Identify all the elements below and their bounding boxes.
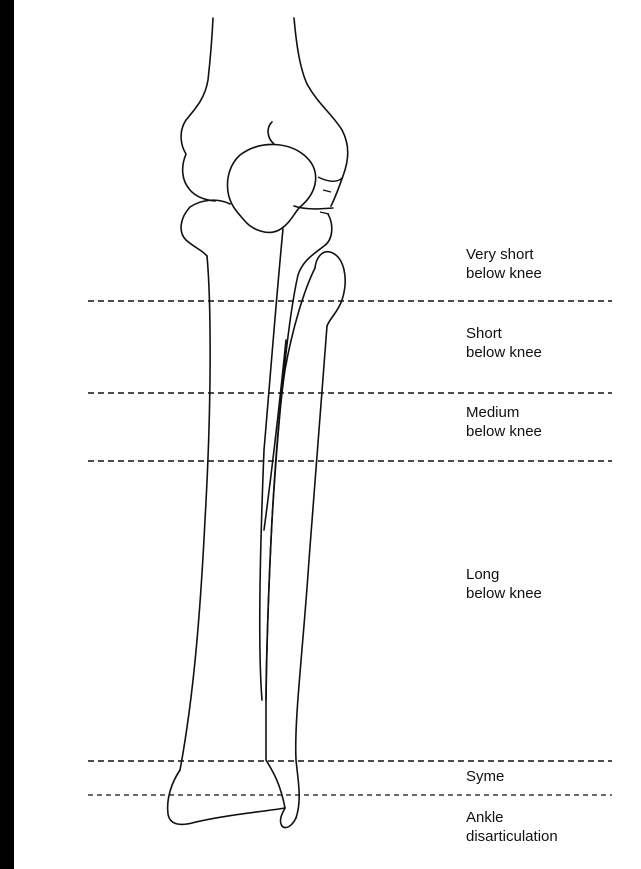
- level-label-line1: Ankle: [466, 808, 558, 827]
- level-label-long: Long below knee: [466, 565, 542, 603]
- level-label-line2: below knee: [466, 422, 542, 441]
- level-label-very-short: Very short below knee: [466, 245, 542, 283]
- level-label-line1: Medium: [466, 403, 542, 422]
- level-label-line2: below knee: [466, 264, 542, 283]
- level-label-ankle: Ankle disarticulation: [466, 808, 558, 846]
- level-label-line1: Long: [466, 565, 542, 584]
- level-label-line1: Short: [466, 324, 542, 343]
- level-label-medium: Medium below knee: [466, 403, 542, 441]
- level-label-line2: disarticulation: [466, 827, 558, 846]
- paper-background: [14, 0, 641, 869]
- level-label-line1: Syme: [466, 767, 504, 786]
- level-label-syme: Syme: [466, 767, 504, 786]
- level-label-short: Short below knee: [466, 324, 542, 362]
- level-label-line2: below knee: [466, 343, 542, 362]
- level-label-line1: Very short: [466, 245, 542, 264]
- level-label-line2: below knee: [466, 584, 542, 603]
